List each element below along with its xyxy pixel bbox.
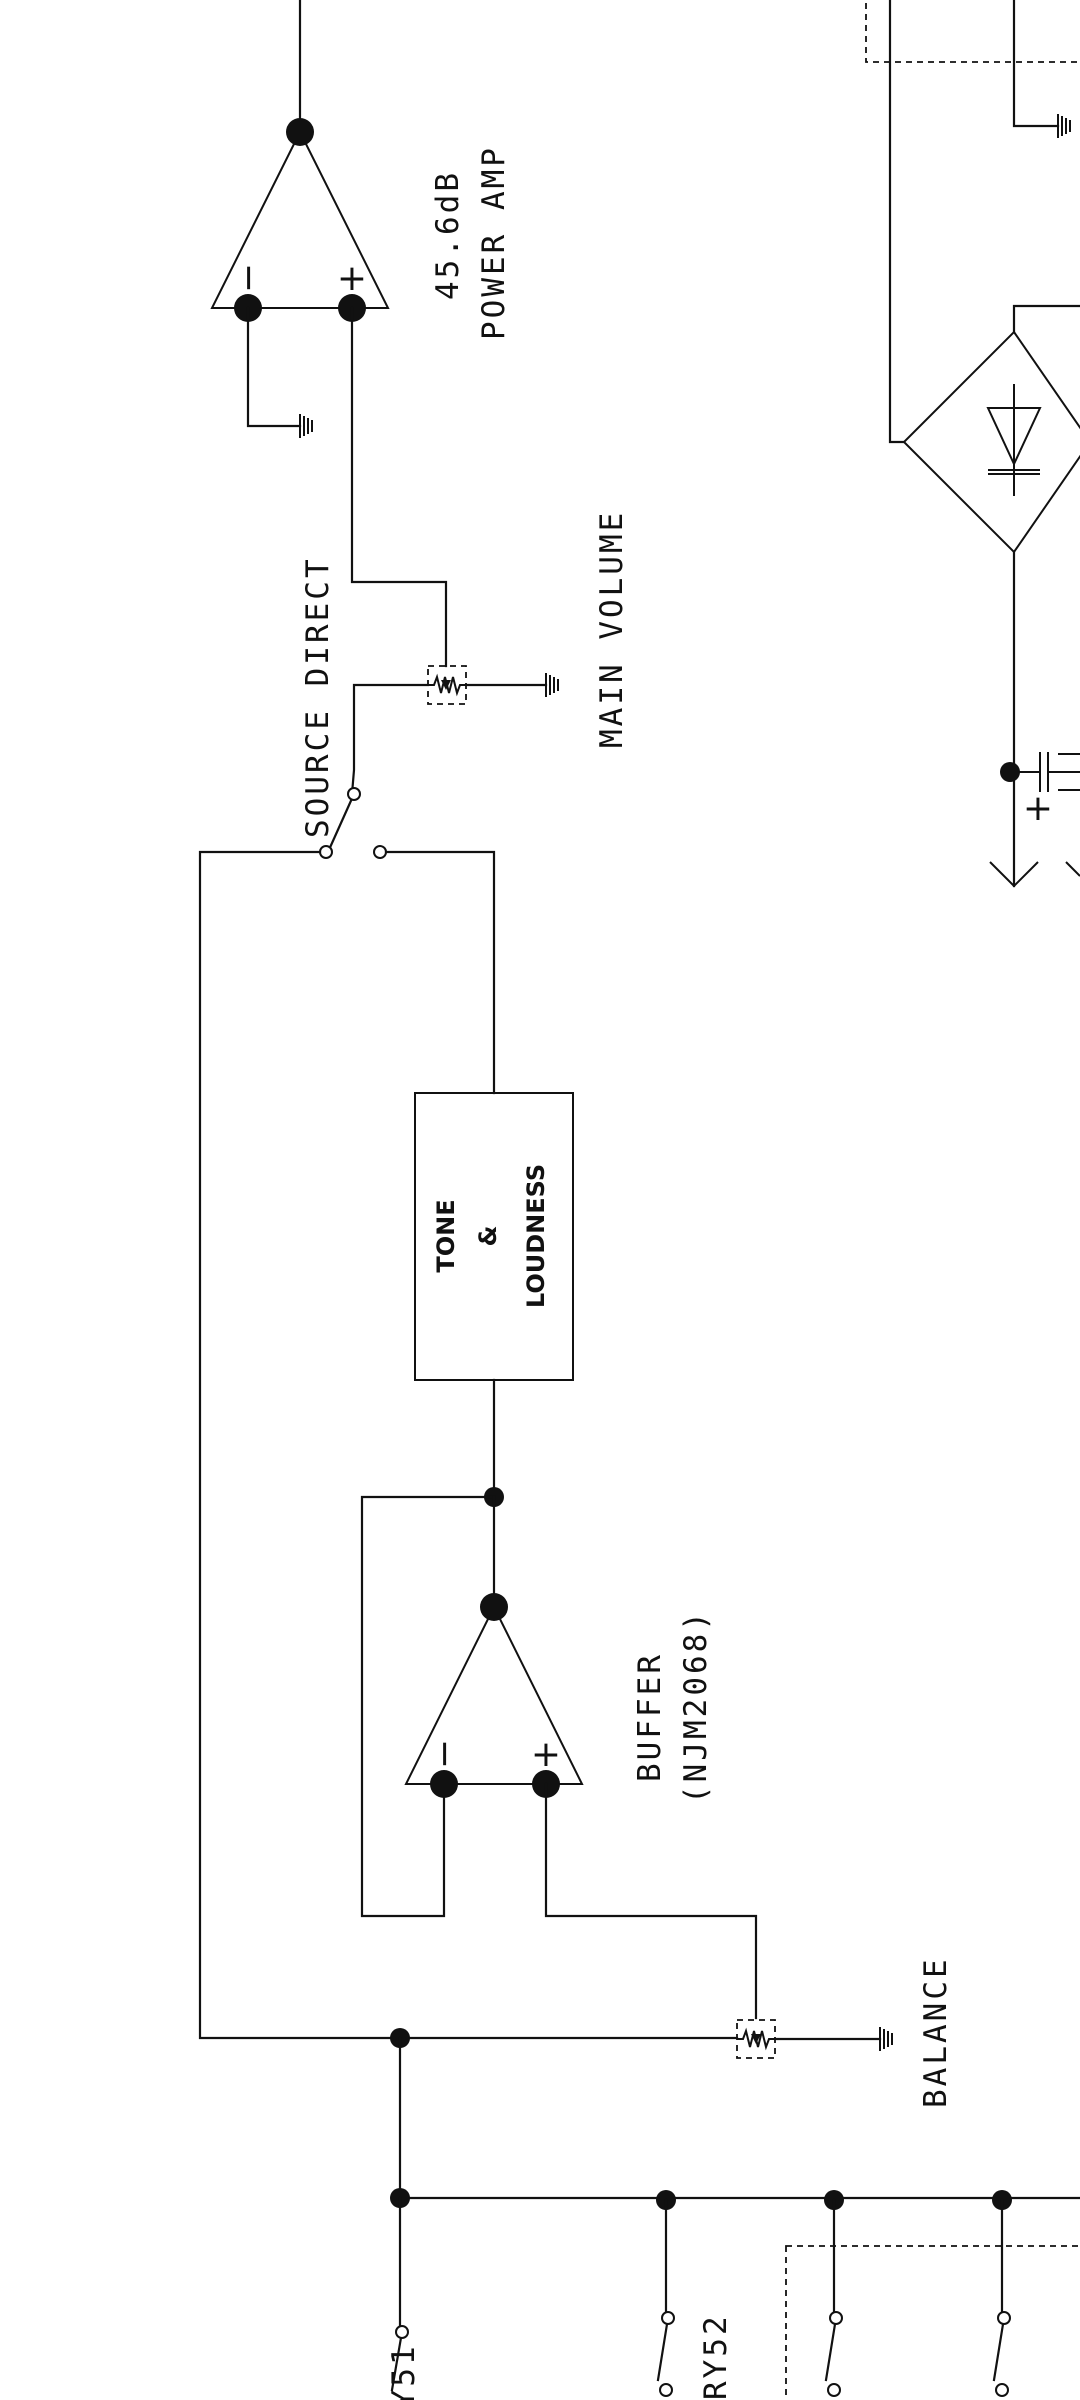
source-direct-bypass-contact xyxy=(319,845,333,859)
buffer-input-wire xyxy=(544,1782,758,2020)
buffer-amp: − + BUFFER (NJM2068) xyxy=(360,1487,758,2020)
main-volume-input-wire xyxy=(350,683,430,796)
rectifier-left-wire xyxy=(888,0,906,444)
tone-loudness-block: TONE & LOUDNESS xyxy=(414,1092,574,1381)
relay-ry51-terminal xyxy=(395,2325,409,2339)
main-volume: MAIN VOLUME xyxy=(350,306,630,796)
balance-control: BALANCE xyxy=(398,1956,954,2108)
buffer-output-node xyxy=(480,1593,508,1621)
source-direct-common-contact xyxy=(347,787,361,801)
buffer-plus-sign: + xyxy=(531,1734,561,1775)
balance-label: BALANCE xyxy=(918,1956,954,2108)
power-amp-triangle xyxy=(210,129,390,309)
source-direct-bypass-wire xyxy=(198,850,402,2040)
tone-ampersand: & xyxy=(474,1226,502,1247)
relay-4 xyxy=(992,2198,1011,2397)
relay-ry52-contact xyxy=(656,2316,670,2382)
tone-output-wire xyxy=(384,850,496,1095)
bridge-rectifier xyxy=(902,330,1080,554)
ground-icon xyxy=(1057,114,1071,138)
relay-ry51-contact xyxy=(390,2330,404,2392)
power-amp-label: POWER AMP xyxy=(476,145,512,340)
buffer-minus-sign: − xyxy=(424,1739,465,1769)
relay-ry52: RY52 xyxy=(656,2198,734,2400)
relay-4-terminal xyxy=(995,2383,1009,2397)
source-direct-tone-contact xyxy=(373,845,387,859)
ground-icon xyxy=(299,414,313,438)
power-amp-gain-label: 45.6dB xyxy=(430,170,466,300)
relay-ry52-terminal xyxy=(659,2383,673,2397)
power-amp: − + 45.6dB POWER AMP xyxy=(210,0,512,438)
relay-group-box xyxy=(785,2245,1080,2400)
main-volume-label: MAIN VOLUME xyxy=(594,510,630,748)
relay-ry52-terminal xyxy=(661,2311,675,2325)
relay-ry52-label: RY52 xyxy=(698,2313,734,2400)
relay-4-terminal xyxy=(997,2311,1011,2325)
supply-arrow-icon xyxy=(1065,861,1080,877)
power-supply-ground-wire xyxy=(1012,0,1060,128)
buffer-inverting-node xyxy=(430,1770,458,1798)
main-volume-wiper-wire xyxy=(350,306,448,668)
main-volume-wiper-arrow xyxy=(441,680,451,690)
capacitor-plus-sign: + xyxy=(1023,788,1053,829)
supply-arrow-icon xyxy=(989,861,1039,888)
source-direct-switch-blade xyxy=(326,792,356,854)
tone-label: TONE xyxy=(432,1199,460,1272)
capacitor-icon xyxy=(1010,752,1080,792)
ground-icon xyxy=(879,2027,893,2051)
relay-ry51: RY51 xyxy=(386,2196,422,2400)
rectifier-top-wire xyxy=(1012,304,1080,334)
power-amp-minus-sign: − xyxy=(228,263,269,293)
relay-4-contact xyxy=(992,2316,1006,2382)
relay-3-contact xyxy=(824,2316,838,2382)
power-amp-feedback-ground-wire xyxy=(246,306,302,428)
buffer-part-label: (NJM2068) xyxy=(678,1609,714,1804)
relay-3-terminal xyxy=(827,2383,841,2397)
relay-ry51-label: RY51 xyxy=(386,2343,422,2400)
source-direct-label: SOURCE DIRECT xyxy=(300,556,336,838)
source-direct-switch[interactable]: SOURCE DIRECT xyxy=(300,556,387,859)
ground-icon xyxy=(545,673,559,697)
loudness-label: LOUDNESS xyxy=(522,1164,550,1308)
buffer-triangle xyxy=(404,1604,584,1785)
power-supply-section: + xyxy=(865,0,1080,888)
buffer-label: BUFFER xyxy=(632,1652,668,1782)
relay-3 xyxy=(824,2198,843,2397)
buffer-feedback-wire xyxy=(360,1495,496,1918)
power-supply-dashed-box xyxy=(865,0,1080,63)
balance-wiper-arrow xyxy=(751,2034,761,2044)
power-amp-output-node xyxy=(286,118,314,146)
power-amp-plus-sign: + xyxy=(337,258,367,299)
diode-icon xyxy=(986,384,1042,496)
relay-3-terminal xyxy=(829,2311,843,2325)
